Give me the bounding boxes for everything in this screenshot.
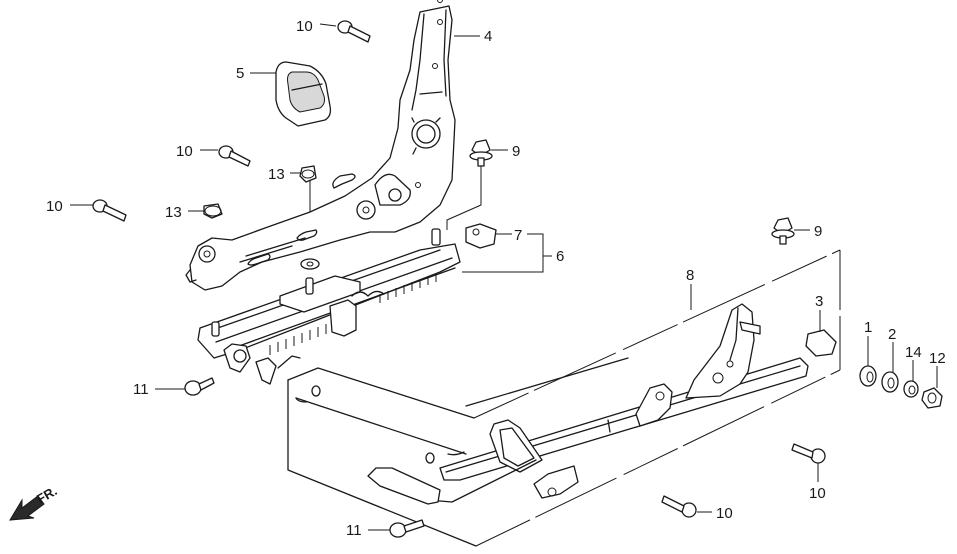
- callout-9-right[interactable]: 9: [814, 223, 822, 240]
- stud-bolt-9-upper[interactable]: [469, 139, 493, 167]
- bolt-10-bottom[interactable]: [661, 495, 697, 518]
- callout-9-upper[interactable]: 9: [512, 143, 520, 160]
- callout-7[interactable]: 7: [514, 227, 522, 244]
- clip-7[interactable]: [465, 223, 497, 249]
- callout-13-upper[interactable]: 13: [268, 166, 285, 183]
- callout-labels: 4 5 10 10 10 13 13 9 7 6 9 8 3 1 2 14 12…: [46, 18, 946, 539]
- outer-rail-assembly[interactable]: [367, 303, 809, 505]
- front-direction-arrow-icon: [9, 495, 45, 521]
- callout-1[interactable]: 1: [864, 319, 872, 336]
- front-direction-indicator: FR.: [9, 483, 60, 521]
- callout-2[interactable]: 2: [888, 326, 896, 343]
- collar-1[interactable]: [859, 365, 877, 387]
- recliner-cover[interactable]: [275, 61, 332, 127]
- inner-rail-assembly[interactable]: [197, 228, 461, 385]
- recliner-frame[interactable]: [185, 0, 456, 291]
- nut-12[interactable]: [921, 387, 943, 409]
- callout-10-top[interactable]: 10: [296, 18, 313, 35]
- callout-3[interactable]: 3: [815, 293, 823, 310]
- callout-8[interactable]: 8: [686, 267, 694, 284]
- bolt-10-mid[interactable]: [218, 145, 251, 167]
- callout-10-right[interactable]: 10: [809, 485, 826, 502]
- callout-5[interactable]: 5: [236, 65, 244, 82]
- callout-12[interactable]: 12: [929, 350, 946, 367]
- bolt-10-right[interactable]: [791, 443, 826, 464]
- washer-2[interactable]: [881, 371, 899, 393]
- callout-11-lower[interactable]: 11: [346, 522, 362, 539]
- callout-4[interactable]: 4: [484, 28, 492, 45]
- callout-10-left[interactable]: 10: [46, 198, 63, 215]
- callout-11-upper[interactable]: 11: [133, 381, 149, 398]
- washer-14[interactable]: [903, 380, 919, 398]
- nut-13-lower[interactable]: [203, 203, 223, 219]
- stud-bolt-9-right[interactable]: [771, 217, 795, 245]
- callout-6[interactable]: 6: [556, 248, 564, 265]
- callout-14[interactable]: 14: [905, 344, 922, 361]
- leader-lines: [70, 23, 938, 531]
- callout-10-mid[interactable]: 10: [176, 143, 193, 160]
- clip-3[interactable]: [805, 329, 837, 357]
- bolt-10-left[interactable]: [92, 199, 127, 222]
- floor-plate-outline: [287, 249, 841, 547]
- bolt-11-upper[interactable]: [184, 377, 215, 396]
- callout-10-bottom[interactable]: 10: [716, 505, 733, 522]
- callout-13-lower[interactable]: 13: [165, 204, 182, 221]
- nut-13-upper[interactable]: [299, 165, 317, 183]
- bolt-11-lower[interactable]: [389, 519, 425, 538]
- bolt-10-top[interactable]: [337, 20, 371, 43]
